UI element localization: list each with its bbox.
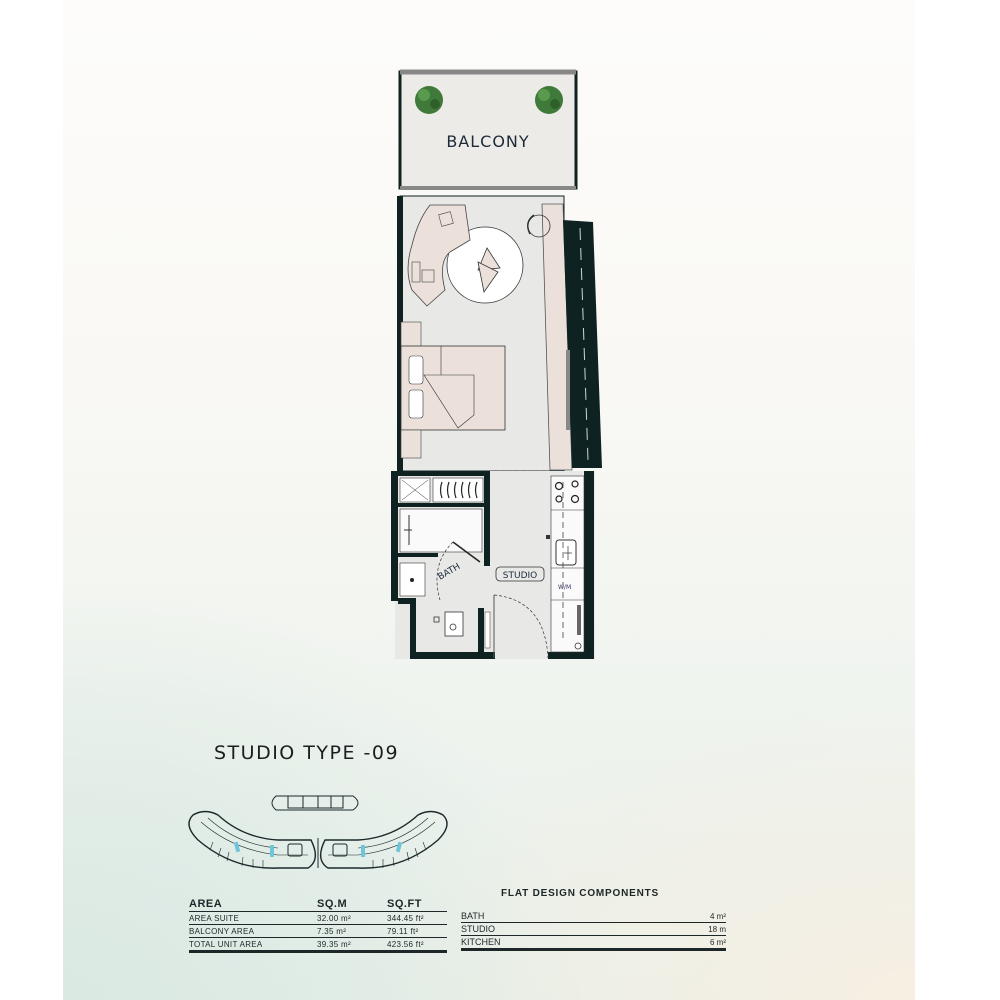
unit-title: STUDIO TYPE -09 <box>214 742 400 764</box>
building-key-plan <box>188 795 448 869</box>
table-row: TOTAL UNIT AREA 39.35 m² 423.56 ft² <box>189 937 447 953</box>
sqm-header: SQ.M <box>317 898 348 910</box>
brochure-page: BALCONY <box>63 0 915 1000</box>
living-area <box>397 195 602 472</box>
area-header: AREA <box>189 898 223 910</box>
balcony: BALCONY <box>398 69 578 190</box>
kitchen-sink-icon <box>555 539 577 566</box>
plant-icon <box>535 86 563 114</box>
studio-label: STUDIO <box>503 571 537 581</box>
sqft-header: SQ.FT <box>387 898 422 910</box>
table-row: AREA SUITE 32.00 m² 344.45 ft² <box>189 911 447 925</box>
highlighted-unit-markers <box>233 841 403 857</box>
balcony-label: BALCONY <box>446 132 529 151</box>
washing-machine-label: W/M <box>558 584 571 591</box>
table-row: BALCONY AREA 7.35 m² 79.11 ft² <box>189 924 447 938</box>
components-title: FLAT DESIGN COMPONENTS <box>501 888 659 899</box>
floor-plan: BALCONY <box>391 69 602 659</box>
area-table: AREA SQ.M SQ.FT AREA SUITE 32.00 m² 344.… <box>189 898 447 953</box>
table-row: BATH 4 m² <box>461 910 726 923</box>
cooktop-icon <box>554 480 580 504</box>
table-row: KITCHEN 6 m² <box>461 935 726 951</box>
components-table: BATH 4 m² STUDIO 18 m KITCHEN 6 m² <box>461 910 726 951</box>
service-area: BATH STUDIO W/M <box>391 471 595 659</box>
table-row: STUDIO 18 m <box>461 922 726 936</box>
plant-icon <box>415 86 443 114</box>
